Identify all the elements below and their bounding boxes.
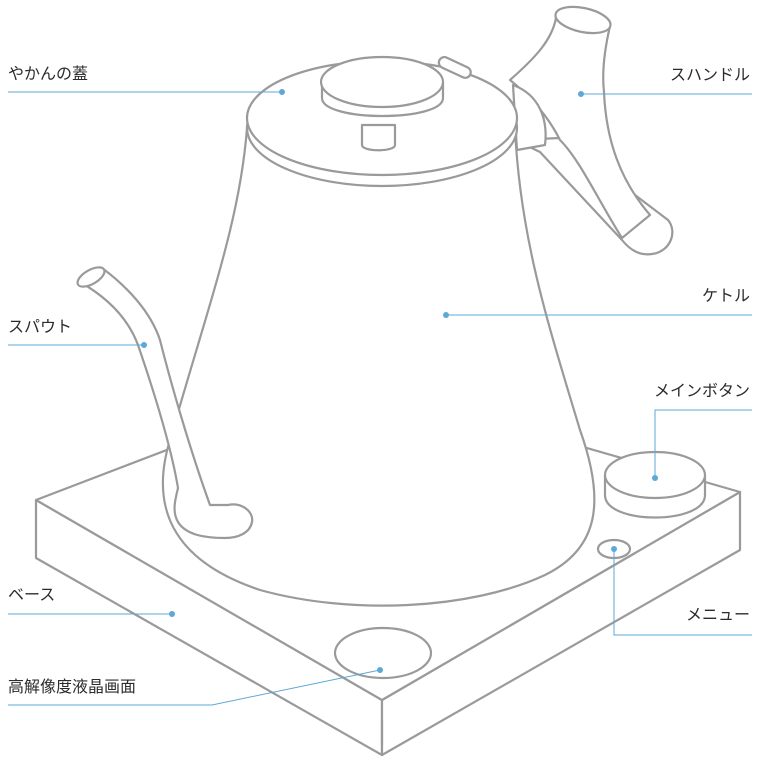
spout-illustration — [76, 266, 254, 540]
lid-vent-slot — [437, 55, 472, 79]
callout-menu-line — [613, 549, 752, 636]
callout-main-button: メインボタン — [652, 381, 752, 481]
lid-knob-stem — [360, 123, 397, 152]
callout-lcd-line — [8, 669, 381, 706]
handle-top-cap — [554, 5, 612, 35]
callout-lcd: 高解像度液晶画面 — [8, 667, 383, 706]
callout-spout-dot — [141, 342, 147, 348]
lid-illustration — [245, 55, 519, 188]
callout-spout: スパウト — [8, 317, 147, 348]
callout-main-button-line — [654, 409, 752, 478]
callout-base: ベース — [8, 585, 175, 617]
callout-handle-label: スハンドル — [670, 65, 750, 84]
lcd-screen-shape — [333, 626, 433, 680]
callout-menu-dot — [611, 546, 617, 552]
callout-main-button-label: メインボタン — [654, 381, 750, 400]
callout-base-label: ベース — [8, 585, 55, 604]
callout-lid: やかんの蓋 — [8, 64, 285, 95]
spout-tube — [78, 266, 254, 540]
spout-opening — [76, 266, 106, 288]
callout-spout-label: スパウト — [8, 317, 72, 336]
callout-handle-dot — [578, 91, 584, 97]
callout-menu: メニュー — [611, 546, 752, 636]
callout-lid-dot — [279, 89, 285, 95]
handle-illustration — [508, 5, 674, 256]
callout-handle: スハンドル — [578, 65, 752, 97]
callout-base-dot — [169, 611, 175, 617]
kettle-body — [161, 126, 596, 607]
lid-knob-top — [319, 55, 445, 109]
callout-kettle: ケトル — [443, 286, 752, 318]
callout-kettle-dot — [443, 312, 449, 318]
callout-kettle-label: ケトル — [702, 286, 750, 305]
callout-lcd-label: 高解像度液晶画面 — [8, 677, 136, 696]
callout-menu-label: メニュー — [686, 605, 750, 624]
handle-collar — [511, 83, 547, 152]
callout-main-button-dot — [652, 475, 658, 481]
callout-lid-label: やかんの蓋 — [8, 64, 88, 83]
callout-lcd-dot — [377, 667, 383, 673]
